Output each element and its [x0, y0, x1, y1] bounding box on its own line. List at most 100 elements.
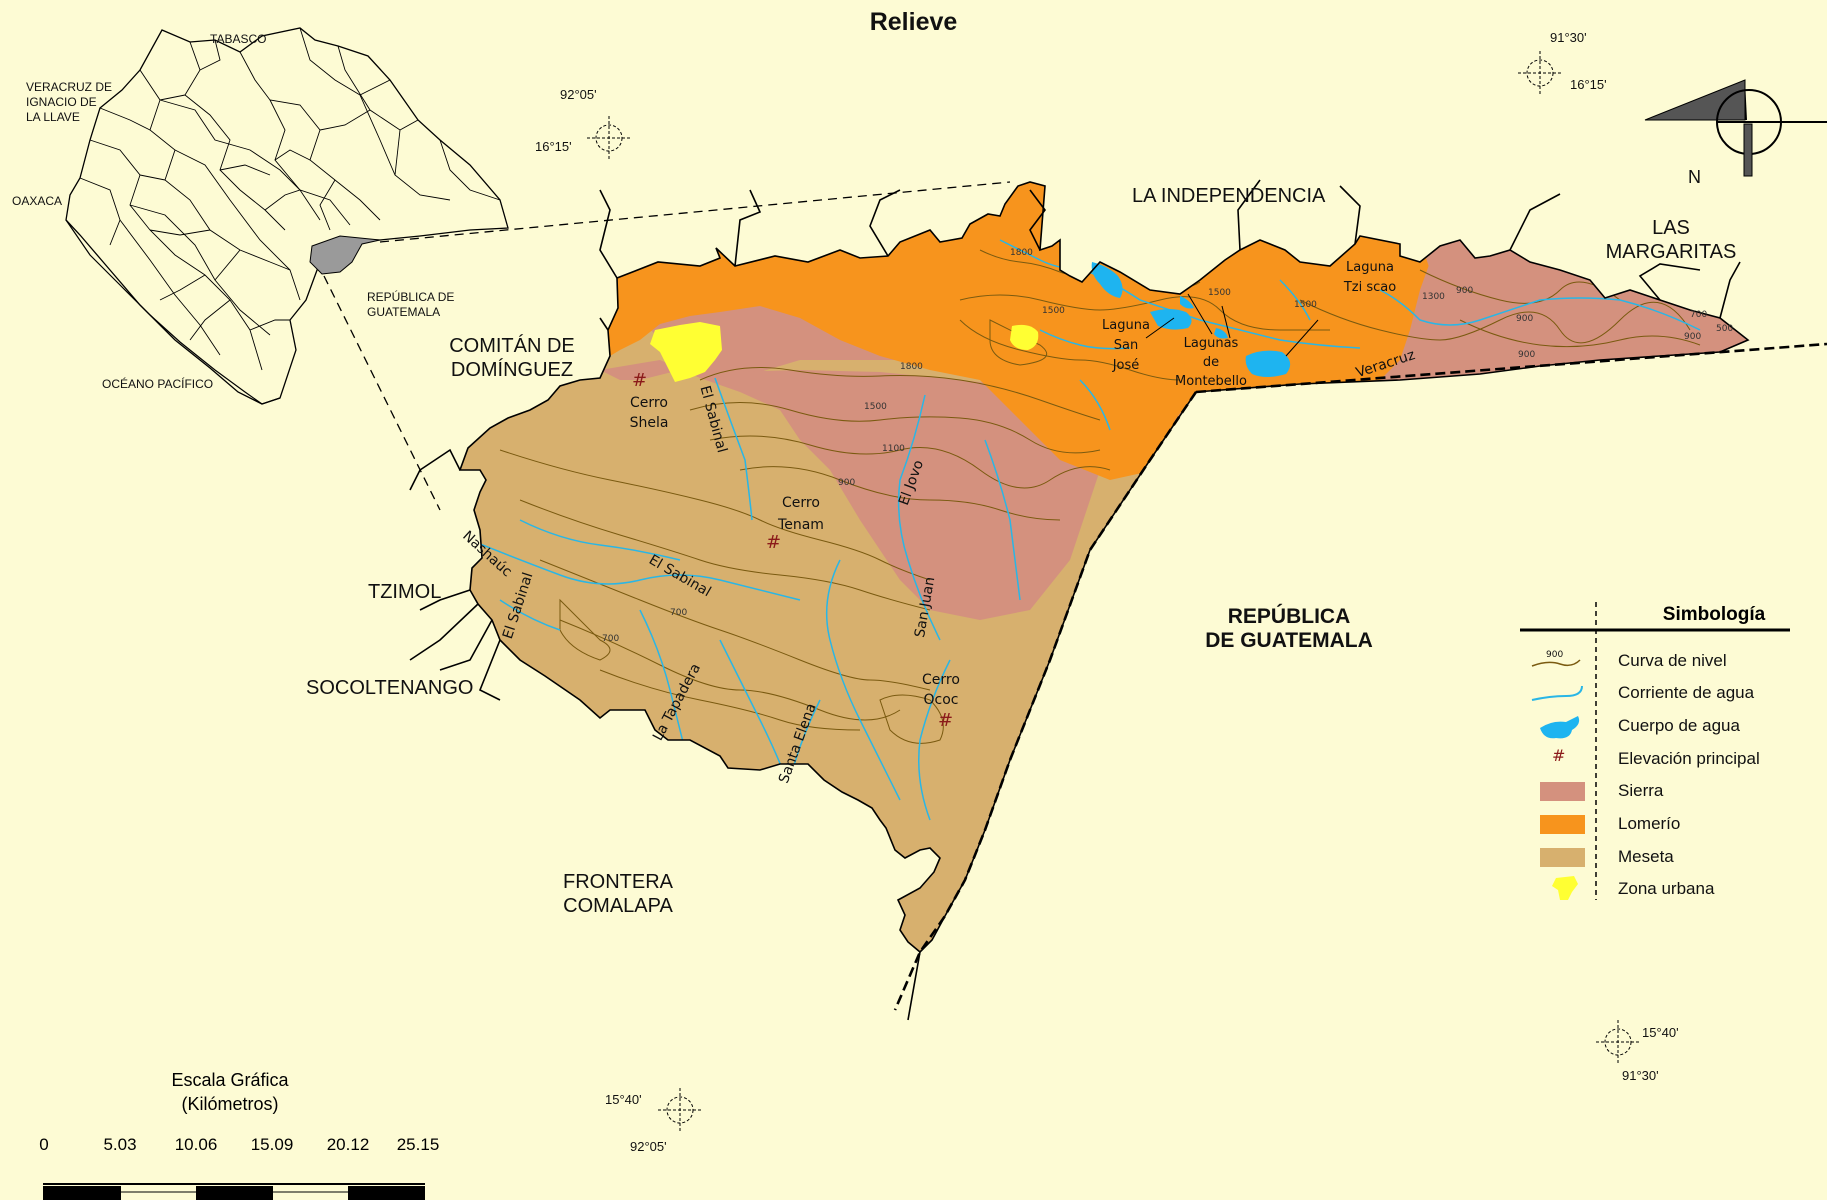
contour-label: 700: [1690, 310, 1708, 320]
streams: [469, 239, 1701, 871]
crosshairs: [587, 51, 1640, 1132]
label-comitan-2: DOMÍNGUEZ: [450, 359, 574, 381]
legend: [1520, 602, 1790, 900]
legend-title: Simbología: [1662, 604, 1766, 625]
hash-cerro-tenam: #: [766, 532, 781, 553]
label-cerro-ococ-2: Ococ: [923, 692, 959, 708]
inset-municipal-lines: [79, 27, 501, 371]
contour-label: 1800: [900, 362, 923, 372]
contour-label: 900: [1518, 350, 1536, 360]
legend-item-urbana: Zona urbana: [1618, 879, 1715, 898]
legend-water-symbol: [1540, 716, 1580, 739]
scale-tick: 10.06: [174, 1135, 218, 1154]
water-bodies: [1091, 262, 1291, 377]
crosshair-bl: [658, 1088, 702, 1132]
coord-br-lon: 91°30': [1622, 1068, 1659, 1083]
coord-br-lat: 15°40': [1642, 1025, 1679, 1040]
label-frontera-1: FRONTERA: [563, 871, 673, 893]
contour-label: 700: [602, 634, 620, 644]
label-frontera-2: COMALAPA: [563, 895, 673, 917]
label-cerro-tenam-1: Cerro: [782, 495, 820, 511]
inset-label-oceano: OCÉANO PACÍFICO: [102, 377, 214, 391]
legend-contour-symbol: [1531, 659, 1581, 667]
crosshair-tl: [587, 116, 631, 160]
legend-item-meseta: Meseta: [1618, 847, 1674, 866]
crosshair-br: [1596, 1020, 1640, 1064]
contour-label: 1500: [1208, 288, 1231, 298]
label-tzimol: TZIMOL: [368, 581, 442, 603]
scale-title-2: (Kilómetros): [181, 1094, 279, 1114]
label-laguna-san-jose-3: José: [1112, 358, 1140, 373]
legend-item-curva: Curva de nivel: [1618, 651, 1727, 670]
legend-sierra-swatch: [1540, 782, 1585, 801]
legend-item-cuerpo: Cuerpo de agua: [1618, 716, 1740, 735]
inset-label-tabasco: TABASCO: [210, 32, 267, 46]
international-border: [893, 342, 1827, 1011]
label-lagunas-montebello-3: Montebello: [1175, 374, 1247, 389]
label-las-margaritas-1: LAS: [1652, 217, 1690, 239]
legend-contour-sample: 900: [1546, 650, 1564, 660]
scale-bar: [43, 1183, 425, 1200]
coord-tr-lon: 91°30': [1550, 30, 1587, 45]
inset-label-veracruz-2: IGNACIO DE: [26, 95, 97, 109]
contour-label: 1500: [864, 402, 887, 412]
laguna-tziscao-shape: [1245, 350, 1291, 377]
contour-label: 1300: [1422, 292, 1445, 302]
laguna-san-jose-shape: [1091, 262, 1123, 298]
label-laguna-san-jose-1: Laguna: [1102, 318, 1150, 333]
contour-label: 1100: [882, 444, 905, 454]
hash-cerro-ococ: #: [938, 710, 953, 731]
label-guatemala-2: DE GUATEMALA: [1205, 629, 1373, 652]
legend-meseta-swatch: [1540, 848, 1585, 867]
inset-coast: [65, 219, 281, 405]
coord-bl-lat: 15°40': [605, 1092, 642, 1107]
label-lagunas-montebello-2: de: [1202, 355, 1220, 370]
contour-label: 900: [1456, 286, 1474, 296]
scale-title-1: Escala Gráfica: [171, 1070, 289, 1090]
legend-stream-symbol: [1531, 685, 1583, 701]
legend-urban-symbol: [1552, 876, 1578, 900]
crosshair-tr: [1518, 51, 1562, 95]
scale-tick: 20.12: [326, 1135, 370, 1154]
label-laguna-san-jose-2: San: [1113, 338, 1139, 353]
label-socoltenango: SOCOLTENANGO: [306, 677, 474, 699]
contour-label: 700: [670, 608, 688, 618]
label-laguna-tziscao-1: Laguna: [1346, 260, 1394, 275]
coord-bl-lon: 92°05': [630, 1139, 667, 1154]
contour-label: 1500: [1294, 300, 1317, 310]
urban-zone-comitan: [650, 322, 722, 382]
scale-tick: 25.15: [396, 1135, 440, 1154]
contour-label: 1800: [1010, 248, 1033, 258]
legend-item-sierra: Sierra: [1618, 781, 1664, 800]
label-lagunas-montebello-1: Lagunas: [1183, 336, 1239, 351]
inset-map: [65, 27, 509, 405]
inset-label-guatemala-2: GUATEMALA: [367, 305, 441, 319]
label-comitan-1: COMITÁN DE: [449, 335, 575, 357]
neighbor-boundaries: [409, 179, 1741, 1021]
leader-lines: [1145, 293, 1319, 357]
urban-zones: [650, 322, 1039, 382]
legend-hash-symbol: #: [1552, 746, 1566, 765]
elevation-marks: # # #: [632, 370, 953, 731]
label-cerro-tenam-2: Tenam: [778, 517, 824, 533]
scale-tick: 0: [39, 1135, 49, 1154]
label-cerro-shela-1: Cerro: [630, 395, 668, 411]
inset-highlight: [309, 235, 381, 275]
contour-label: 1500: [1042, 306, 1065, 316]
contour-label: 500: [1716, 324, 1734, 334]
legend-item-corriente: Corriente de agua: [1618, 683, 1755, 702]
scale-tick: 15.09: [250, 1135, 294, 1154]
inset-label-oaxaca: OAXACA: [12, 194, 63, 208]
legend-item-lomerio: Lomerío: [1618, 814, 1681, 833]
label-las-margaritas-2: MARGARITAS: [1605, 241, 1737, 263]
map-title: Relieve: [869, 8, 958, 36]
coord-tl-lat: 16°15': [535, 139, 572, 154]
inset-connectors: [323, 181, 1011, 511]
inset-label-veracruz-1: VERACRUZ DE: [26, 80, 113, 94]
coord-tl-lon: 92°05': [560, 87, 597, 102]
legend-lomerio-swatch: [1540, 815, 1585, 834]
hash-cerro-shela: #: [632, 370, 647, 391]
label-cerro-shela-2: Shela: [629, 415, 669, 431]
label-laguna-tziscao-2: Tzi scao: [1343, 280, 1397, 295]
